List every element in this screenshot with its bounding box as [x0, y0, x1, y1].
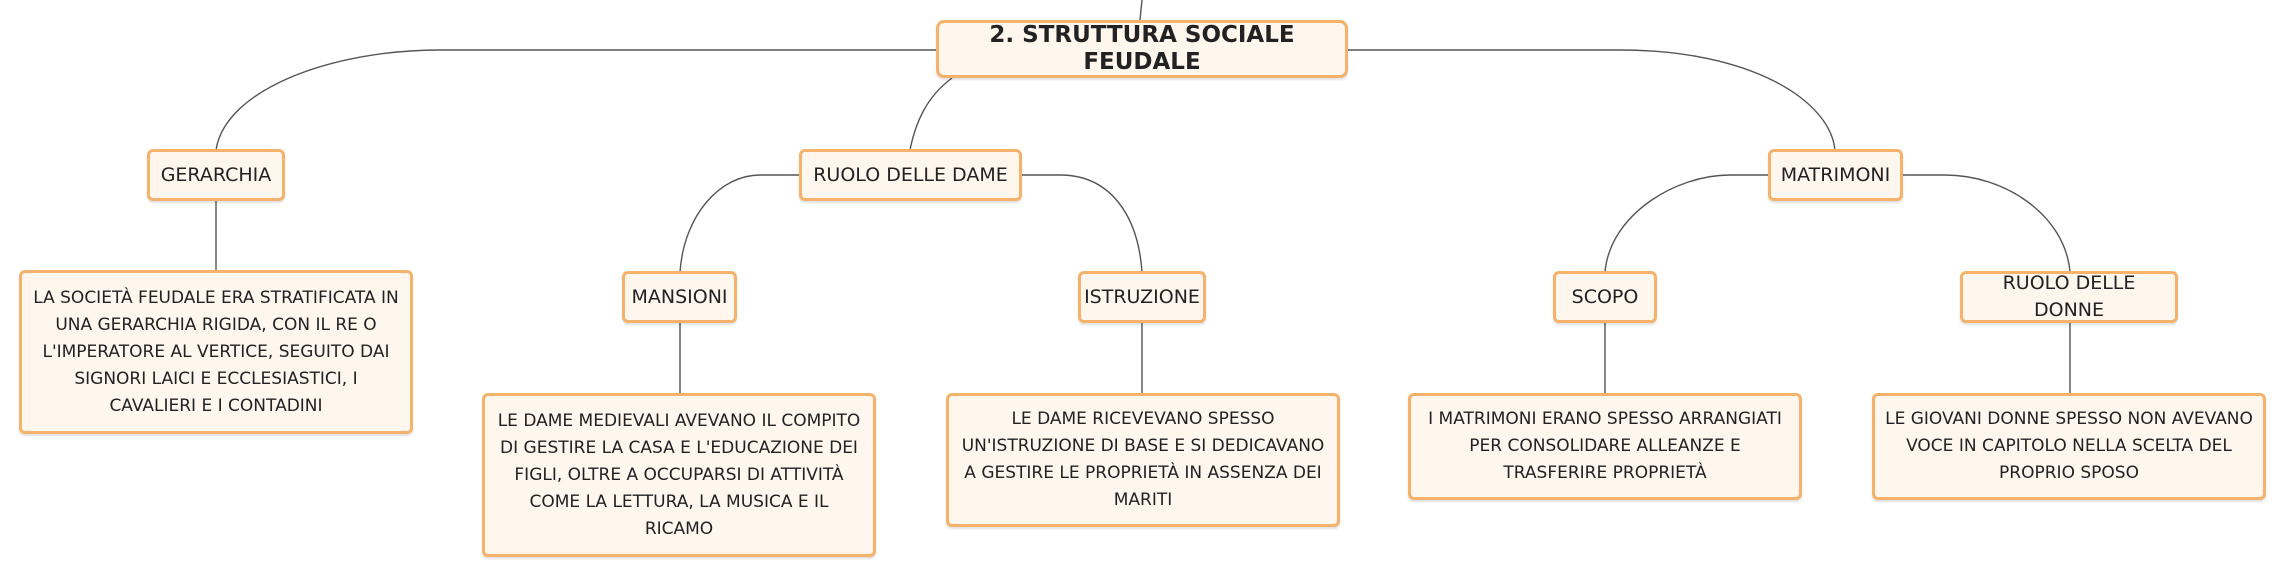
gerarchia-label: GERARCHIA [160, 163, 272, 186]
scopo-label: SCOPO [1571, 285, 1639, 308]
node-ruolo-delle-dame[interactable]: RUOLO DELLE DAME [799, 149, 1022, 201]
node-istruzione[interactable]: ISTRUZIONE [1078, 271, 1206, 323]
root-node[interactable]: 2. STRUTTURA SOCIALE FEUDALE [936, 20, 1348, 78]
node-ruolo-delle-donne[interactable]: RUOLO DELLE DONNE [1960, 271, 2178, 323]
connector-matrimoni-scopo [1604, 174, 1770, 273]
istruzione-label: ISTRUZIONE [1084, 285, 1200, 308]
node-scopo[interactable]: SCOPO [1553, 271, 1657, 323]
node-gerarchia[interactable]: GERARCHIA [147, 149, 285, 201]
connector-ruolo-istruzione [1022, 174, 1143, 273]
text-istruzione[interactable]: LE DAME RICEVEVANO SPESSO UN'ISTRUZIONE … [946, 393, 1340, 527]
ruolo-donne-label: RUOLO DELLE DONNE [2002, 272, 2136, 321]
node-mansioni[interactable]: MANSIONI [622, 271, 737, 323]
matrimoni-label: MATRIMONI [1780, 163, 1891, 186]
text-scopo[interactable]: I MATRIMONI ERANO SPESSO ARRANGIATI PER … [1408, 393, 1802, 500]
text-ruolo-donne[interactable]: LE GIOVANI DONNE SPESSO NON AVEVANO VOCE… [1872, 393, 2266, 500]
text-gerarchia[interactable]: LA SOCIETÀ FEUDALE ERA STRATIFICATA IN U… [19, 270, 413, 434]
mansioni-text: LE DAME MEDIEVALI AVEVANO IL COMPITO DI … [497, 410, 861, 539]
connector-ruolo-mansioni [679, 174, 800, 273]
connector-root-gerarchia [215, 49, 936, 151]
ruolo-donne-text: LE GIOVANI DONNE SPESSO NON AVEVANO VOCE… [1885, 409, 2253, 483]
connector-parent-root [1139, 0, 1143, 21]
mansioni-label: MANSIONI [631, 285, 728, 308]
istruzione-text: LE DAME RICEVEVANO SPESSO UN'ISTRUZIONE … [961, 409, 1325, 510]
root-label: 2. STRUTTURA SOCIALE FEUDALE [989, 22, 1295, 75]
connector-matrimoni-ruolo-donne [1903, 174, 2071, 273]
node-matrimoni[interactable]: MATRIMONI [1768, 149, 1903, 201]
connector-root-matrimoni [1348, 49, 1836, 151]
connector-root-ruolo-dame [909, 77, 953, 151]
gerarchia-text: LA SOCIETÀ FEUDALE ERA STRATIFICATA IN U… [33, 287, 399, 416]
scopo-text: I MATRIMONI ERANO SPESSO ARRANGIATI PER … [1428, 409, 1782, 483]
text-mansioni[interactable]: LE DAME MEDIEVALI AVEVANO IL COMPITO DI … [482, 393, 876, 557]
ruolo-dame-label: RUOLO DELLE DAME [813, 163, 1008, 186]
